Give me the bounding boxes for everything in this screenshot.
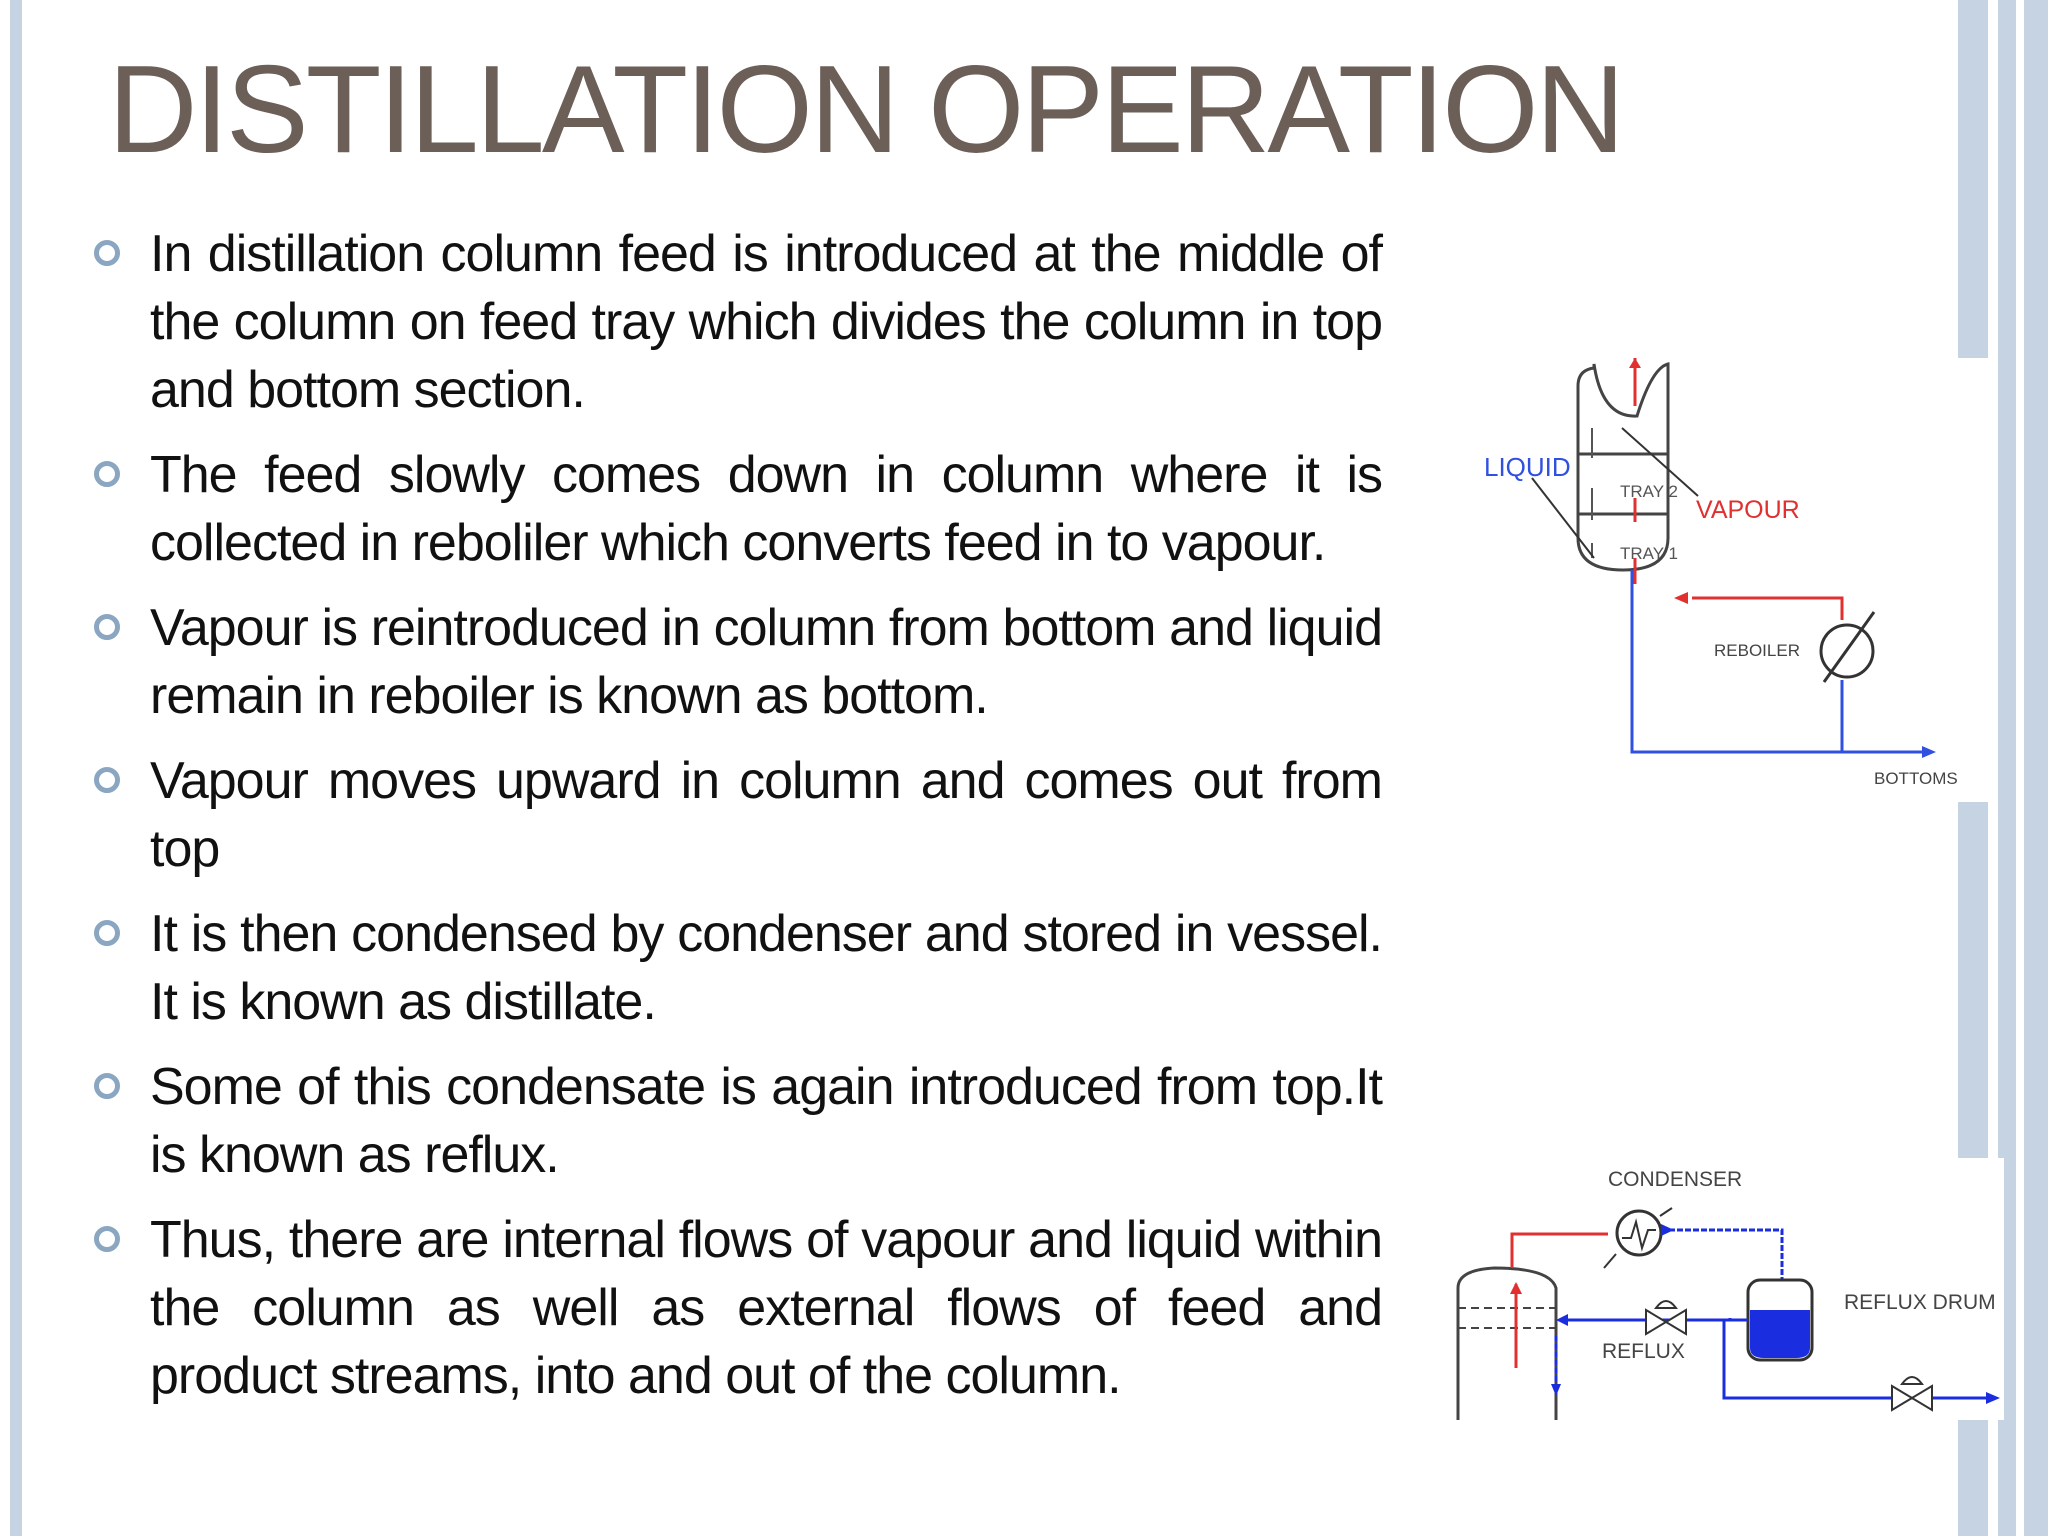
- slide-title: DISTILLATION OPERATION: [108, 41, 1625, 179]
- column-top-shell: [1456, 1266, 1558, 1420]
- reboiler-circle: [1819, 623, 1875, 679]
- vapour-pointer: [1621, 427, 1699, 497]
- reflux-label: REFLUX: [1602, 1340, 1685, 1363]
- reflux-drum-liquid: [1750, 1310, 1810, 1358]
- column-liquid-arrowhead: [1551, 1384, 1561, 1396]
- bullet-text: Some of this condensate is again introdu…: [150, 1058, 1383, 1184]
- hollow-circle-bullet-icon: [94, 614, 120, 640]
- right-border-stripe: [2024, 0, 2048, 1536]
- product-valve-icon: [1891, 1384, 1933, 1412]
- reboiler-label: REBOILER: [1714, 641, 1800, 660]
- bullet-text: Vapour is reintroduced in column from bo…: [150, 599, 1383, 725]
- product-valve-actuator: [1900, 1376, 1924, 1385]
- bullet-item: The feed slowly comes down in column whe…: [92, 441, 1383, 577]
- condenser-coolant-out: [1659, 1207, 1673, 1217]
- bullet-item: Vapour is reintroduced in column from bo…: [92, 594, 1383, 730]
- hollow-circle-bullet-icon: [94, 461, 120, 487]
- bullet-item: It is then condensed by condenser and st…: [92, 900, 1383, 1036]
- distillate-arrowhead: [1986, 1392, 2000, 1404]
- tray-1-label: TRAY 1: [1620, 544, 1678, 563]
- overhead-vapour-line: [1510, 1232, 1608, 1268]
- vapour-return-line: [1692, 596, 1844, 620]
- condenser-coil: [1622, 1218, 1656, 1252]
- hollow-circle-bullet-icon: [94, 1073, 120, 1099]
- bullet-text: Thus, there are internal flows of vapour…: [150, 1211, 1383, 1405]
- reflux-valve-icon: [1645, 1308, 1687, 1336]
- vapour-up-arrowhead: [1629, 358, 1641, 368]
- hollow-circle-bullet-icon: [94, 1226, 120, 1252]
- bullet-item: Some of this condensate is again introdu…: [92, 1053, 1383, 1189]
- reboiler-diagram: LIQUID TRAY 2 TRAY 1 VAPOUR REBOILER BOT…: [1462, 358, 1998, 802]
- liquid-pointer: [1531, 477, 1595, 559]
- bottoms-line: [1630, 570, 1922, 754]
- vapour-return-arrowhead: [1674, 592, 1688, 604]
- vapour-label: VAPOUR: [1696, 496, 1800, 524]
- condensate-arrowhead: [1661, 1224, 1674, 1236]
- hollow-circle-bullet-icon: [94, 767, 120, 793]
- reflux-arrowhead: [1556, 1314, 1568, 1326]
- liquid-label: LIQUID: [1484, 452, 1571, 482]
- right-border-stripe: [1998, 0, 2016, 1536]
- column-shell: [1576, 362, 1670, 572]
- reflux-drum-label: REFLUX DRUM: [1844, 1291, 1996, 1314]
- bottoms-arrowhead: [1922, 746, 1936, 758]
- bullet-text: In distillation column feed is introduce…: [150, 225, 1383, 419]
- bullet-item: Vapour moves upward in column and comes …: [92, 747, 1383, 883]
- bullet-list: In distillation column feed is introduce…: [92, 220, 1383, 1427]
- hollow-circle-bullet-icon: [94, 240, 120, 266]
- condenser-coolant-in: [1603, 1253, 1617, 1269]
- reflux-valve-actuator: [1654, 1300, 1678, 1309]
- bullet-text: It is then condensed by condenser and st…: [150, 905, 1383, 1031]
- hollow-circle-bullet-icon: [94, 920, 120, 946]
- reboiler-control-line: [1822, 611, 1876, 683]
- bullet-text: The feed slowly comes down in column whe…: [150, 446, 1383, 572]
- condenser-diagram: CONDENSER REFLUX DRUM: [1456, 1158, 2004, 1420]
- condensate-line: [1661, 1228, 1784, 1282]
- tray-2-label: TRAY 2: [1620, 482, 1678, 501]
- bottoms-label: BOTTOMS: [1874, 769, 1958, 788]
- condenser-label: CONDENSER: [1608, 1168, 1742, 1191]
- bullet-text: Vapour moves upward in column and comes …: [150, 752, 1383, 878]
- bullet-item: In distillation column feed is introduce…: [92, 220, 1383, 424]
- bullet-item: Thus, there are internal flows of vapour…: [92, 1206, 1383, 1410]
- left-border-stripe: [10, 0, 22, 1536]
- column-vapour-arrowhead: [1510, 1282, 1522, 1294]
